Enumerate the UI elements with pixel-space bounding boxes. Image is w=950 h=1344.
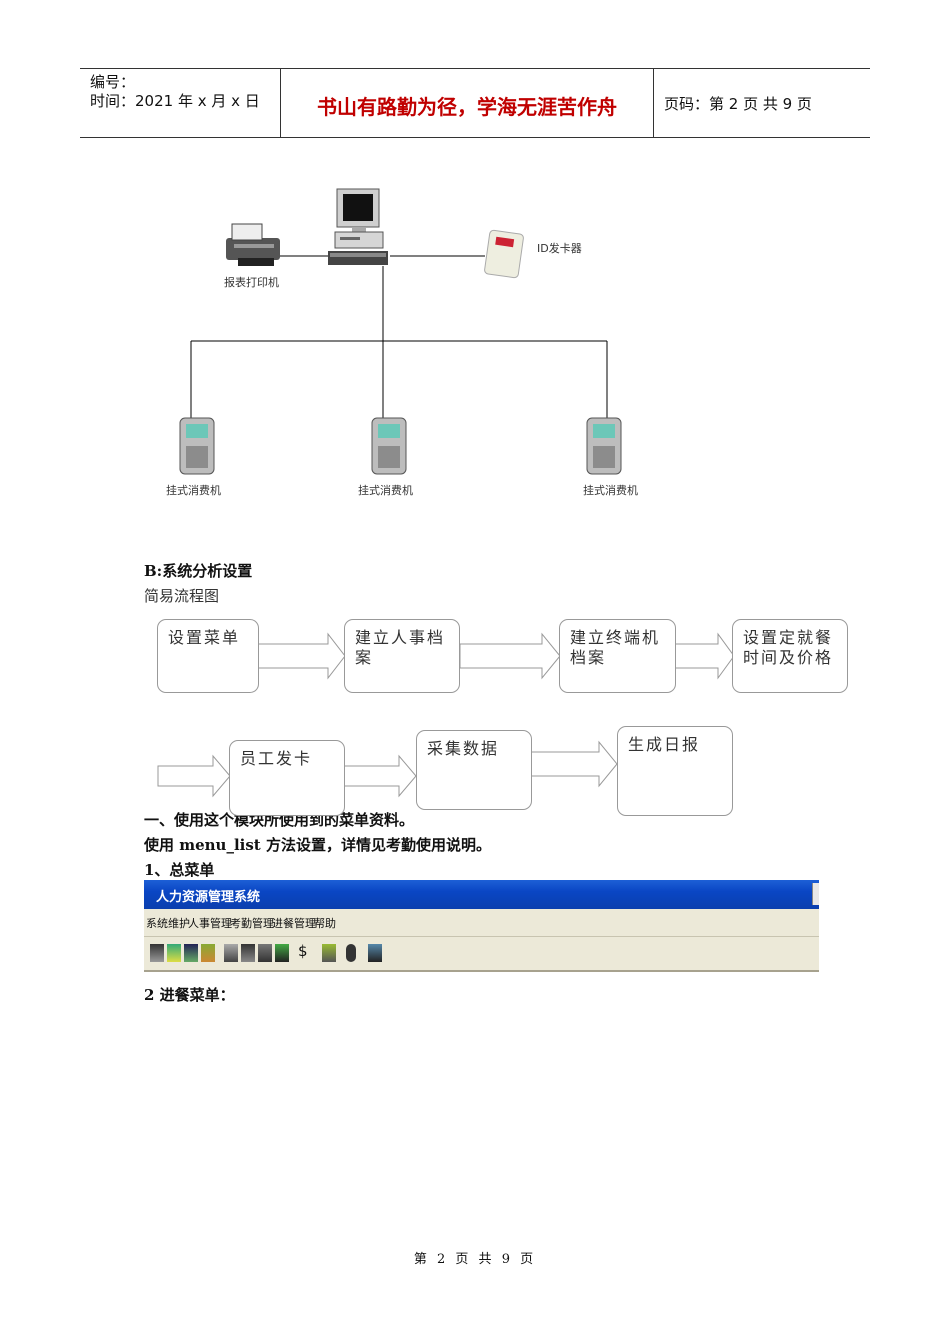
network-lines bbox=[190, 255, 608, 418]
page-footer: 第 2 页 共 9 页 bbox=[413, 1252, 537, 1267]
tool-sheet-icon[interactable] bbox=[241, 944, 255, 962]
flow-step-personnel: 建立人事档案 bbox=[344, 619, 460, 693]
flow-step-report: 生成日报 bbox=[617, 726, 733, 816]
number-label: 编号： bbox=[90, 73, 136, 91]
terminal-label-2: 挂式消费机 bbox=[358, 484, 413, 497]
flow-step-menu: 设置菜单 bbox=[157, 619, 259, 693]
window-title: 人力资源管理系统 bbox=[156, 890, 261, 905]
tool-people-icon[interactable] bbox=[201, 944, 215, 962]
printer-label: 报表打印机 bbox=[224, 276, 279, 289]
flow-step-terminal: 建立终端机档案 bbox=[559, 619, 676, 693]
tool-save-icon[interactable] bbox=[184, 944, 198, 962]
page-header: 编号： 时间：2021 年 x 月 x 日 书山有路勤为径，学海无涯苦作舟 页码… bbox=[80, 68, 870, 138]
header-left-cell: 编号： 时间：2021 年 x 月 x 日 bbox=[80, 69, 281, 137]
page-info: 页码：第 2 页 共 9 页 bbox=[664, 95, 812, 113]
header-motto: 书山有路勤为径，学海无涯苦作舟 bbox=[317, 95, 617, 119]
window-menubar: 系统维护 人事管理 考勤管理 进餐管理 帮助 bbox=[144, 909, 819, 937]
header-center-cell: 书山有路勤为径，学海无涯苦作舟 bbox=[281, 69, 654, 137]
app-window-screenshot: 人力资源管理系统 系统维护 人事管理 考勤管理 进餐管理 帮助 $ bbox=[144, 880, 819, 972]
tool-calc-icon[interactable] bbox=[224, 944, 238, 962]
menu-help[interactable]: 帮助 bbox=[314, 917, 336, 930]
section-b-heading: B:系统分析设置 bbox=[144, 562, 253, 580]
terminal-icon-3 bbox=[586, 417, 622, 475]
tool-tree-icon[interactable] bbox=[150, 944, 164, 962]
terminal-icon-2 bbox=[371, 417, 407, 475]
flow-step-collect: 采集数据 bbox=[416, 730, 532, 810]
terminal-label-1: 挂式消费机 bbox=[166, 484, 221, 497]
section-b-subheading: 简易流程图 bbox=[144, 587, 220, 605]
arrow-6 bbox=[530, 740, 618, 788]
flow-step-issue-card: 员工发卡 bbox=[229, 740, 345, 816]
time-label: 时间：2021 年 x 月 x 日 bbox=[90, 92, 260, 110]
paragraph-3: 1、总菜单 bbox=[144, 861, 215, 879]
terminal-label-3: 挂式消费机 bbox=[583, 484, 638, 497]
menu-attendance[interactable]: 考勤管理 bbox=[230, 917, 274, 930]
tool-bottle-icon[interactable] bbox=[346, 944, 356, 962]
tool-edit-icon[interactable] bbox=[167, 944, 181, 962]
header-right-cell: 页码：第 2 页 共 9 页 bbox=[654, 69, 870, 137]
terminal-icon-1 bbox=[179, 417, 215, 475]
tool-grid-icon[interactable] bbox=[275, 944, 289, 962]
window-control-button[interactable] bbox=[812, 883, 819, 905]
card-issuer-icon bbox=[484, 229, 524, 279]
tool-fill-icon[interactable] bbox=[322, 944, 336, 962]
paragraph-2: 使用 menu_list 方法设置，详情见考勤使用说明。 bbox=[144, 836, 491, 854]
arrow-3 bbox=[674, 632, 735, 680]
printer-icon bbox=[226, 223, 280, 266]
paragraph-4: 2 进餐菜单： bbox=[144, 986, 235, 1004]
computer-icon bbox=[328, 188, 388, 265]
arrow-5 bbox=[343, 754, 417, 798]
tool-check-icon[interactable] bbox=[258, 944, 272, 962]
window-toolbar: $ bbox=[144, 937, 819, 972]
menu-personnel[interactable]: 人事管理 bbox=[188, 917, 232, 930]
network-diagram bbox=[179, 188, 622, 475]
card-issuer-label: ID发卡器 bbox=[537, 242, 582, 255]
tool-dollar-icon[interactable]: $ bbox=[298, 942, 308, 960]
menu-dining[interactable]: 进餐管理 bbox=[272, 917, 316, 930]
flow-step-meal-time: 设置定就餐时间及价格 bbox=[732, 619, 848, 693]
paragraph-1: 一、使用这个模块所使用到的菜单资料。 bbox=[144, 811, 415, 829]
menu-system[interactable]: 系统维护 bbox=[146, 917, 190, 930]
arrow-2 bbox=[459, 632, 561, 680]
window-titlebar: 人力资源管理系统 bbox=[144, 880, 819, 909]
arrow-4 bbox=[157, 754, 231, 798]
tool-exit-icon[interactable] bbox=[368, 944, 382, 962]
arrow-1 bbox=[257, 632, 346, 680]
